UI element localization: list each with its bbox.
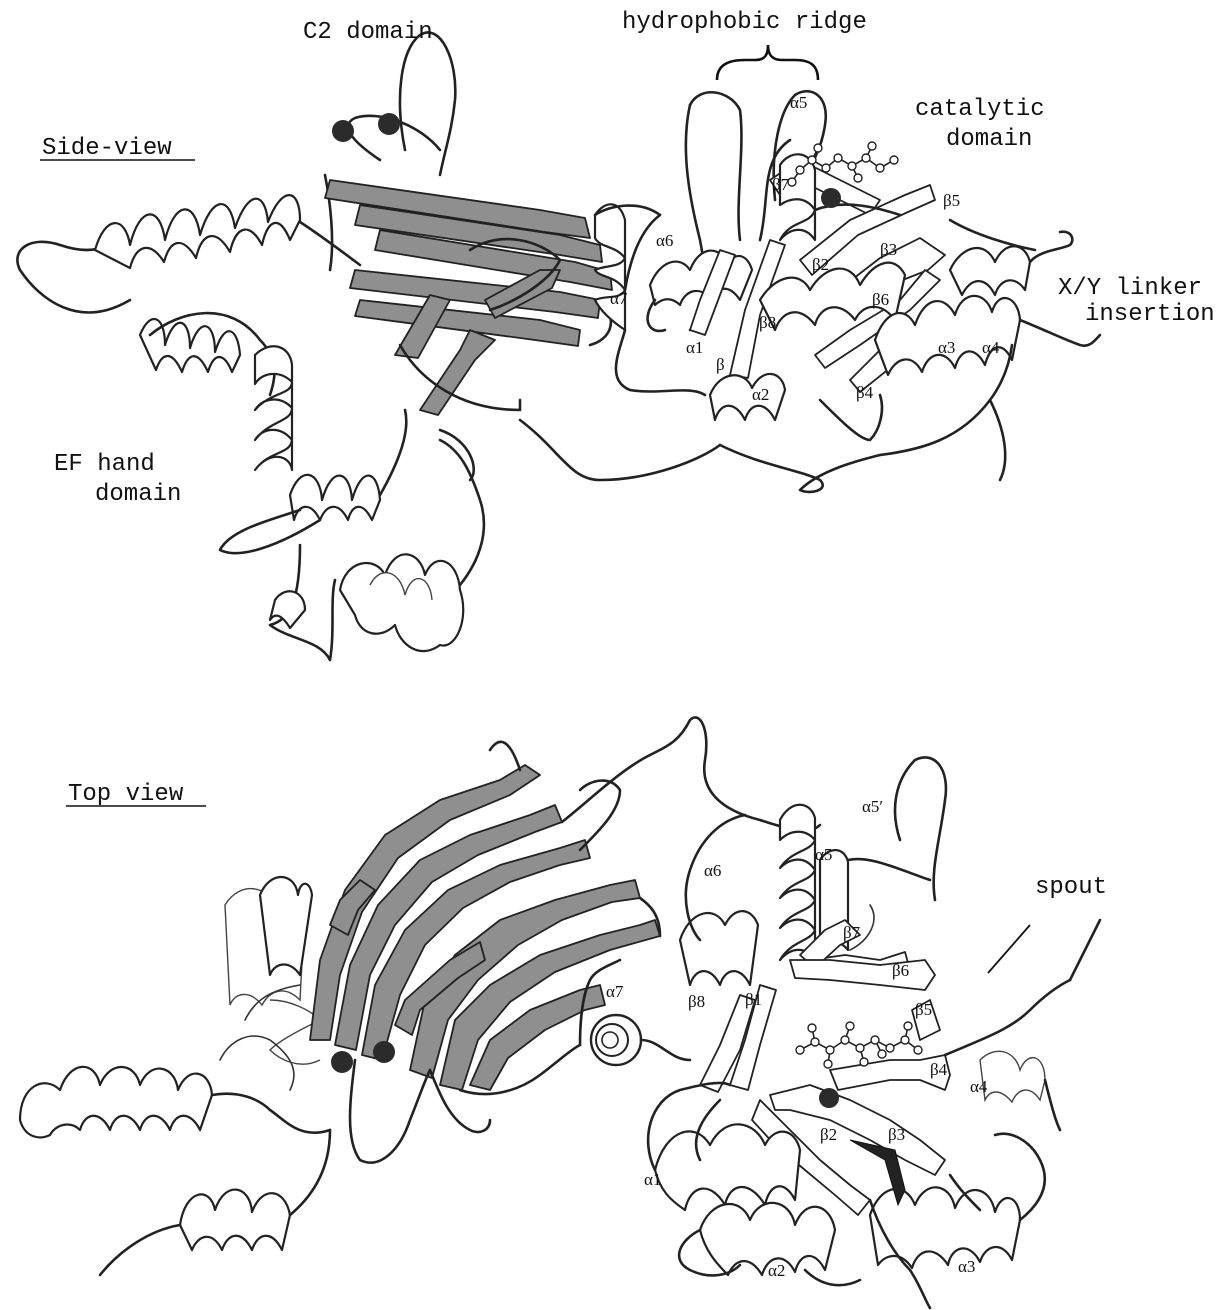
ss-label-a4-top: α4 xyxy=(970,1077,988,1096)
c2-domain-label: C2 domain xyxy=(303,19,433,46)
ss-label-b7-side: β7 xyxy=(772,175,790,194)
ss-label-b-side: β xyxy=(716,355,725,374)
ss-label-a2-top: α2 xyxy=(768,1261,785,1280)
ss-label-b2-top: β2 xyxy=(820,1125,837,1144)
ss-label-b1-top: β1 xyxy=(745,990,762,1009)
ss-label-b6-top: β6 xyxy=(892,961,909,980)
ss-label-b3-side: β3 xyxy=(880,240,897,259)
ss-label-b5-side: β5 xyxy=(943,191,960,210)
ef-hand-label-line1: EF hand xyxy=(54,451,155,478)
ss-label-a1-top: α1 xyxy=(644,1170,661,1189)
calcium-ion-2 xyxy=(378,113,400,135)
ss-label-b2-side: β2 xyxy=(812,255,829,274)
ss-label-a7-top: α7 xyxy=(606,982,624,1001)
ss-label-a6-side: α6 xyxy=(656,231,673,250)
spout-label: spout xyxy=(1035,874,1107,901)
xy-linker-label-line2: insertion xyxy=(1085,301,1215,328)
ss-label-a3-side: α3 xyxy=(938,338,955,357)
c2-domain-side xyxy=(325,32,720,480)
calcium-ion-top-1 xyxy=(331,1051,353,1073)
ss-label-a7-side: α7 xyxy=(610,289,628,308)
hydrophobic-ridge-brace xyxy=(717,45,818,80)
c2-domain-top xyxy=(310,742,660,1163)
ss-label-a5p-top: α5′ xyxy=(862,797,883,816)
ss-label-a3-top: α3 xyxy=(958,1257,975,1276)
catalytic-calcium-ion-top xyxy=(819,1088,839,1108)
ss-label-a2-side: α2 xyxy=(752,385,769,404)
ss-label-a6-top: α6 xyxy=(704,861,721,880)
catalytic-domain-top xyxy=(648,757,1100,1308)
ss-label-b7-top: β7 xyxy=(843,923,861,942)
ss-label-b4-side: β4 xyxy=(856,383,874,402)
catalytic-domain-label-line1: catalytic xyxy=(915,96,1045,123)
ss-label-a1-side: α1 xyxy=(686,338,703,357)
calcium-ion-top-2 xyxy=(373,1041,395,1063)
ss-label-b8-side: β8 xyxy=(759,313,776,332)
ss-label-a5-top: α5 xyxy=(815,845,832,864)
ss-label-b3-top: β3 xyxy=(888,1125,905,1144)
side-view-title: Side-view xyxy=(42,135,172,162)
ss-label-b6-side: β6 xyxy=(872,290,889,309)
ss-label-b5-top: β5 xyxy=(915,1000,932,1019)
catalytic-domain-label-line2: domain xyxy=(946,126,1032,153)
ss-label-a5-side: α5 xyxy=(790,93,807,112)
ss-label-b8-top: β8 xyxy=(688,992,705,1011)
ss-label-a4-side: α4 xyxy=(982,338,1000,357)
spout-pointer-line xyxy=(988,925,1030,973)
top-view-panel: Top view spout α5′ α5 α6 β7 α7 β8 β1 β6 … xyxy=(20,717,1107,1308)
hydrophobic-ridge-label: hydrophobic ridge xyxy=(622,9,867,36)
ef-hand-domain-side xyxy=(17,195,484,660)
side-view-panel: Side-view C2 domain hydrophobic ridge ca… xyxy=(17,9,1214,660)
alpha7-helix-top xyxy=(591,1015,641,1065)
catalytic-calcium-ion-side xyxy=(821,188,841,208)
calcium-ion-1 xyxy=(332,120,354,142)
ef-hand-domain-top xyxy=(20,877,330,1275)
ef-hand-label-line2: domain xyxy=(95,481,181,508)
ss-label-b4-top: β4 xyxy=(930,1060,948,1079)
top-view-title: Top view xyxy=(68,781,184,808)
xy-linker-label-line1: X/Y linker xyxy=(1058,275,1202,302)
